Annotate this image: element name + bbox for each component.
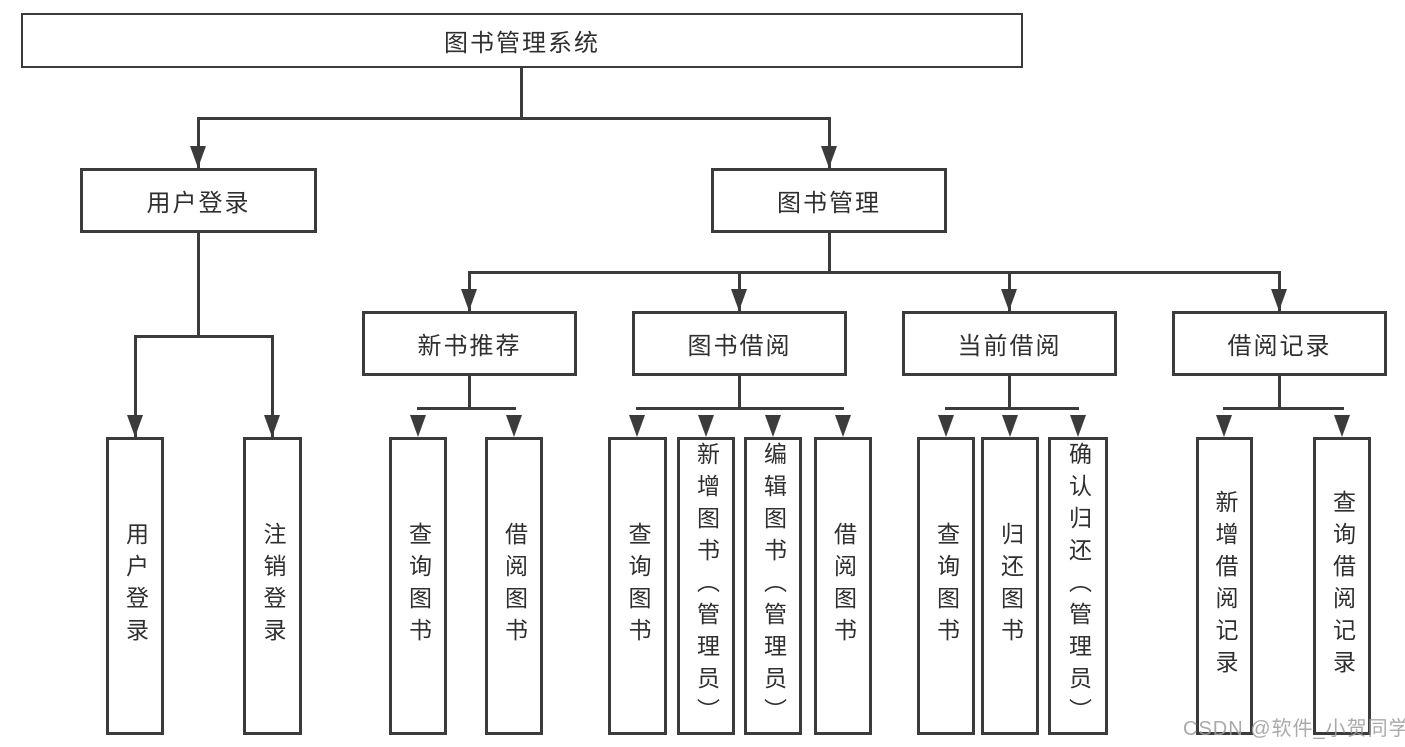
connector-bookmgmt-hline xyxy=(468,271,1281,274)
leaf-borrow-books-recommend: 借阅图书 xyxy=(485,437,543,735)
arrow-down-icon xyxy=(1002,415,1018,437)
arrow-down-icon xyxy=(190,146,206,168)
arrow-down-icon xyxy=(698,415,714,437)
arrow-down-icon xyxy=(731,289,747,311)
connector-userlogin-drop xyxy=(271,335,274,437)
arrow-down-icon xyxy=(629,415,645,437)
arrow-down-icon xyxy=(461,289,477,311)
connector-root-stub xyxy=(520,68,523,119)
connector-root-hline xyxy=(197,117,831,120)
leaf-borrow-books-borrowing: 借阅图书 xyxy=(814,437,872,735)
leaf-edit-books-admin: 编辑图书（管理员） xyxy=(744,437,802,735)
leaf-user-login: 用户登录 xyxy=(106,437,164,735)
arrow-down-icon xyxy=(1216,415,1232,437)
connector-borrowing-hline xyxy=(636,407,844,410)
connector-root-drop-right xyxy=(828,117,831,168)
connector-recommend-hline xyxy=(417,407,516,410)
connector-root-drop-left xyxy=(197,117,200,168)
connector-current-hline xyxy=(945,407,1079,410)
node-new-book-recommendation: 新书推荐 xyxy=(362,311,577,376)
connector-bookmgmt-stub xyxy=(828,233,831,273)
node-book-borrowing: 图书借阅 xyxy=(632,311,847,376)
node-book-management: 图书管理 xyxy=(711,168,947,233)
connector-userlogin-hline xyxy=(134,335,274,338)
arrow-down-icon xyxy=(1001,289,1017,311)
leaf-add-borrow-record: 新增借阅记录 xyxy=(1196,437,1253,735)
leaf-query-borrow-record: 查询借阅记录 xyxy=(1313,437,1371,735)
connector-records-stub xyxy=(1278,376,1281,407)
connector-current-stub xyxy=(1008,376,1011,407)
arrow-down-icon xyxy=(1334,415,1350,437)
connector-borrowing-stub xyxy=(738,376,741,407)
leaf-logout: 注销登录 xyxy=(243,437,302,735)
arrow-down-icon xyxy=(264,415,280,437)
connector-records-hline xyxy=(1223,407,1344,410)
leaf-add-books-admin: 新增图书（管理员） xyxy=(677,437,735,735)
arrow-down-icon xyxy=(1271,289,1287,311)
arrow-down-icon xyxy=(127,415,143,437)
arrow-down-icon xyxy=(821,146,837,168)
arrow-down-icon xyxy=(835,415,851,437)
arrow-down-icon xyxy=(938,415,954,437)
connector-userlogin-drop xyxy=(134,335,137,437)
connector-userlogin-stub xyxy=(197,233,200,335)
node-library-management-system: 图书管理系统 xyxy=(21,13,1023,68)
node-user-login: 用户登录 xyxy=(80,168,317,233)
connector-recommend-stub xyxy=(468,376,471,407)
arrow-down-icon xyxy=(410,415,426,437)
arrow-down-icon xyxy=(1070,415,1086,437)
leaf-query-books-recommend: 查询图书 xyxy=(389,437,447,735)
node-current-borrowing: 当前借阅 xyxy=(902,311,1117,376)
leaf-query-books-current: 查询图书 xyxy=(917,437,975,735)
leaf-confirm-return-admin: 确认归还（管理员） xyxy=(1048,437,1108,735)
leaf-return-books: 归还图书 xyxy=(981,437,1039,735)
csdn-watermark: CSDN @软件_小贺同学 xyxy=(1183,718,1405,740)
leaf-query-books-borrowing: 查询图书 xyxy=(608,437,667,735)
arrow-down-icon xyxy=(765,415,781,437)
node-borrowing-records: 借阅记录 xyxy=(1172,311,1387,376)
arrow-down-icon xyxy=(506,415,522,437)
